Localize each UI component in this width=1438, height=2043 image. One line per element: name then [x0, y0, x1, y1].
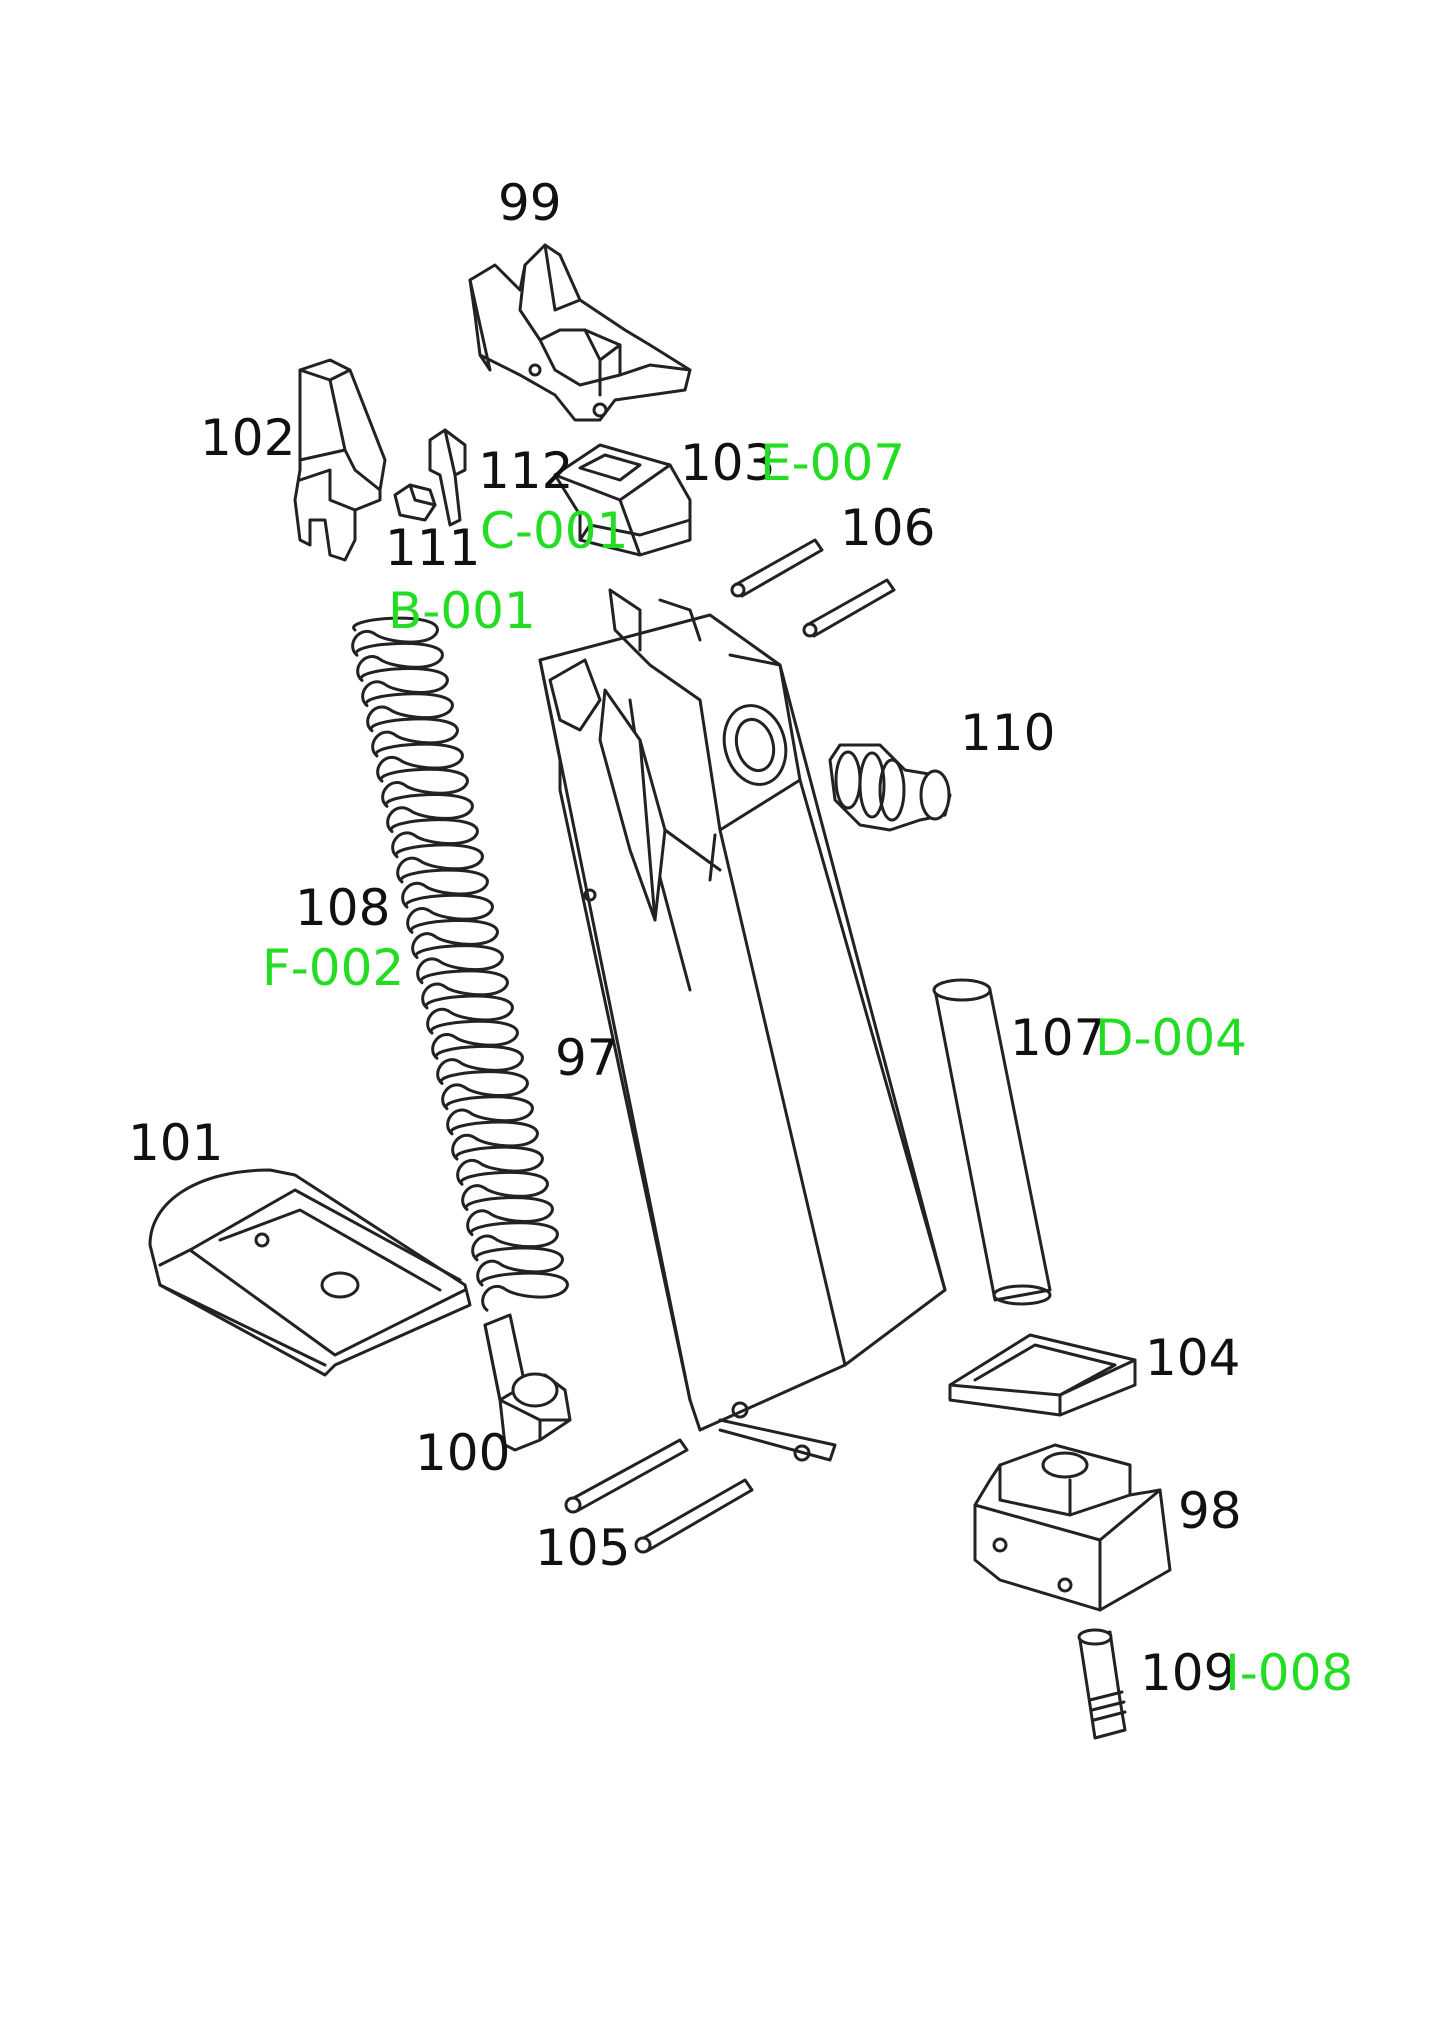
- label-108: 108: [295, 879, 390, 937]
- part-104-gasket: [948, 1333, 1137, 1417]
- label-107: 107: [1010, 1009, 1105, 1067]
- label-106: 106: [840, 499, 935, 557]
- label-98: 98: [1178, 1482, 1242, 1540]
- code-111: B-001: [388, 582, 536, 640]
- label-100: 100: [415, 1424, 510, 1482]
- label-102: 102: [200, 409, 295, 467]
- label-97: 97: [555, 1029, 619, 1087]
- code-109: I-008: [1225, 1644, 1353, 1702]
- code-108: F-002: [262, 939, 404, 997]
- part-107-gas-tube: [932, 978, 1052, 1306]
- part-112-spring-clip: [428, 428, 467, 527]
- part-98-valve-block: [973, 1443, 1172, 1612]
- part-106-pins: [730, 538, 896, 638]
- part-105-pins: [564, 1438, 754, 1554]
- part-111-block: [393, 483, 437, 522]
- label-109: 109: [1140, 1644, 1235, 1702]
- label-105: 105: [535, 1519, 630, 1577]
- label-104: 104: [1145, 1329, 1240, 1387]
- part-103-gasket-frame: [553, 443, 692, 557]
- part-108-spring: [351, 616, 569, 1312]
- label-101: 101: [128, 1114, 223, 1172]
- part-100-insert: [483, 1313, 572, 1452]
- code-103: E-007: [760, 434, 905, 492]
- label-110: 110: [960, 704, 1055, 762]
- code-107: D-004: [1095, 1009, 1247, 1067]
- label-99: 99: [498, 174, 562, 232]
- part-97-magazine-body: [538, 588, 947, 1462]
- part-101-base-plate: [148, 1168, 472, 1377]
- label-112: 112: [478, 442, 573, 500]
- label-103: 103: [680, 434, 775, 492]
- code-112: C-001: [480, 502, 628, 560]
- part-109-valve-screw: [1077, 1628, 1127, 1740]
- part-102-latch: [293, 358, 387, 562]
- part-labels: 97 98 99 100 101 102 103 E-007 104 105 1…: [128, 174, 1353, 1702]
- part-99-follower: [468, 243, 692, 422]
- label-111: 111: [385, 519, 480, 577]
- part-110-valve: [828, 743, 952, 832]
